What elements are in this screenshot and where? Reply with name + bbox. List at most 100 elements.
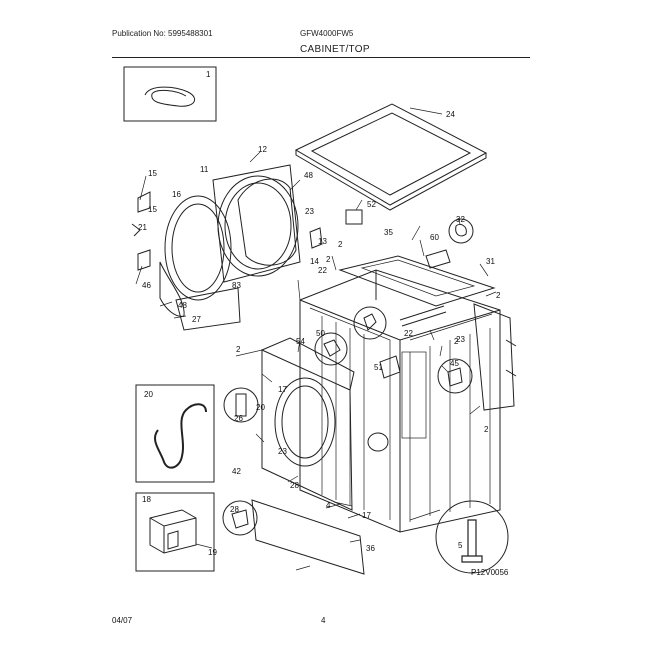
callout-label: 1	[206, 70, 211, 79]
header-rule	[112, 57, 530, 58]
front-panel-opening-inner	[224, 182, 292, 270]
callout-label: 2	[496, 291, 501, 300]
callout-label: 13	[318, 237, 327, 246]
dispenser-cup-icon	[167, 530, 179, 550]
clip-icon-2	[323, 339, 341, 357]
callout-label: 2	[326, 255, 331, 264]
cabinet-front	[261, 349, 353, 511]
side-panel-right	[473, 303, 515, 411]
callout-label: 45	[450, 359, 459, 368]
clip-icon	[363, 313, 377, 331]
callout-label: 2	[454, 337, 459, 346]
front-panel	[212, 164, 301, 283]
callout-label: 28	[290, 481, 299, 490]
callout-label: 12	[258, 145, 267, 154]
callout-label: 2	[236, 345, 241, 354]
door-panel	[175, 287, 241, 331]
cabinet-front-opening-inner	[281, 385, 329, 459]
part-13	[309, 227, 323, 249]
section-title: CABINET/TOP	[300, 44, 370, 55]
leader-lines-2	[333, 329, 435, 507]
dispenser-icon	[149, 509, 197, 554]
callout-label: 28	[230, 505, 239, 514]
callout-label: 22	[318, 266, 327, 275]
callout-label: 5	[458, 541, 463, 550]
detail-circle-51a	[353, 306, 387, 340]
cabinet-front-top	[261, 337, 355, 391]
top-frame-inner	[360, 259, 476, 297]
cabinet-rear-window	[401, 351, 427, 439]
callout-label: 23	[305, 207, 314, 216]
callout-label: 48	[178, 301, 187, 310]
callout-label: 27	[192, 315, 201, 324]
callout-label: 15	[148, 169, 157, 178]
cabinet-ribs-right	[409, 313, 493, 522]
callout-label: 23	[278, 447, 287, 456]
part-52	[345, 209, 363, 225]
callout-label: 42	[232, 467, 241, 476]
plate-id: P12V0056	[471, 568, 509, 577]
callout-label: 24	[446, 110, 455, 119]
detail-circle-20	[223, 387, 259, 423]
part-60	[425, 249, 451, 269]
callout-label: 20	[256, 403, 265, 412]
callout-label: 36	[366, 544, 375, 553]
callout-label: 20	[144, 390, 153, 399]
callout-label: 46	[142, 281, 151, 290]
leader-lines	[135, 107, 497, 571]
detail-circle-54	[314, 332, 348, 366]
model-number: GFW4000FW5	[300, 29, 354, 38]
front-panel-opening	[217, 175, 299, 277]
door-ring-inner	[171, 203, 225, 293]
latch-part	[131, 223, 141, 237]
callout-label: 17	[278, 385, 287, 394]
callout-label: 48	[304, 171, 313, 180]
callout-label: 14	[310, 257, 319, 266]
bellow	[237, 178, 297, 266]
detail-circle-17	[222, 500, 258, 536]
grommet-icon	[455, 223, 467, 237]
footer-page-number: 4	[321, 616, 326, 625]
callout-label: 17	[362, 511, 371, 520]
door-ring	[164, 195, 232, 301]
callout-label: 83	[232, 281, 241, 290]
callout-label: 2	[338, 240, 343, 249]
side-panel-tabs	[505, 339, 517, 377]
callout-label: 21	[138, 223, 147, 232]
callout-label: 35	[384, 228, 393, 237]
callout-label: 23	[456, 335, 465, 344]
top-panel-edge	[295, 150, 487, 211]
footer-date: 04/07	[112, 616, 133, 625]
inset-box-dispenser	[135, 492, 215, 572]
callout-label: 18	[142, 495, 151, 504]
hinge-lower	[137, 249, 151, 271]
top-panel-inner	[310, 112, 472, 196]
publication-number: Publication No: 5995488301	[112, 29, 213, 38]
clip-icon-4	[231, 509, 249, 529]
callout-label: 19	[208, 548, 217, 557]
top-frame-rail	[399, 305, 447, 327]
callout-label: 15	[148, 205, 157, 214]
top-panel-outline	[294, 103, 488, 206]
cabinet-ribs-left	[309, 307, 391, 520]
leveling-leg-icon	[461, 519, 483, 563]
callout-label: 52	[367, 200, 376, 209]
callout-label: 11	[200, 165, 209, 174]
inset-box-hose-2	[135, 384, 215, 483]
inset-box-hose	[123, 66, 217, 122]
hinge-icon	[235, 393, 247, 417]
hinge-upper	[137, 191, 151, 213]
callout-label: 26	[234, 414, 243, 423]
toe-kick-panel	[251, 499, 365, 575]
callout-label: 50	[316, 329, 325, 338]
detail-circle-leveling-leg	[435, 500, 509, 574]
clip-icon-3	[447, 367, 463, 387]
detail-circle-32	[448, 218, 474, 244]
cabinet-front-opening	[274, 377, 336, 467]
callout-label: 32	[456, 215, 465, 224]
callout-label: 2	[484, 425, 489, 434]
fill-hose-icon	[154, 403, 207, 469]
drain-hose-icon	[144, 86, 196, 107]
